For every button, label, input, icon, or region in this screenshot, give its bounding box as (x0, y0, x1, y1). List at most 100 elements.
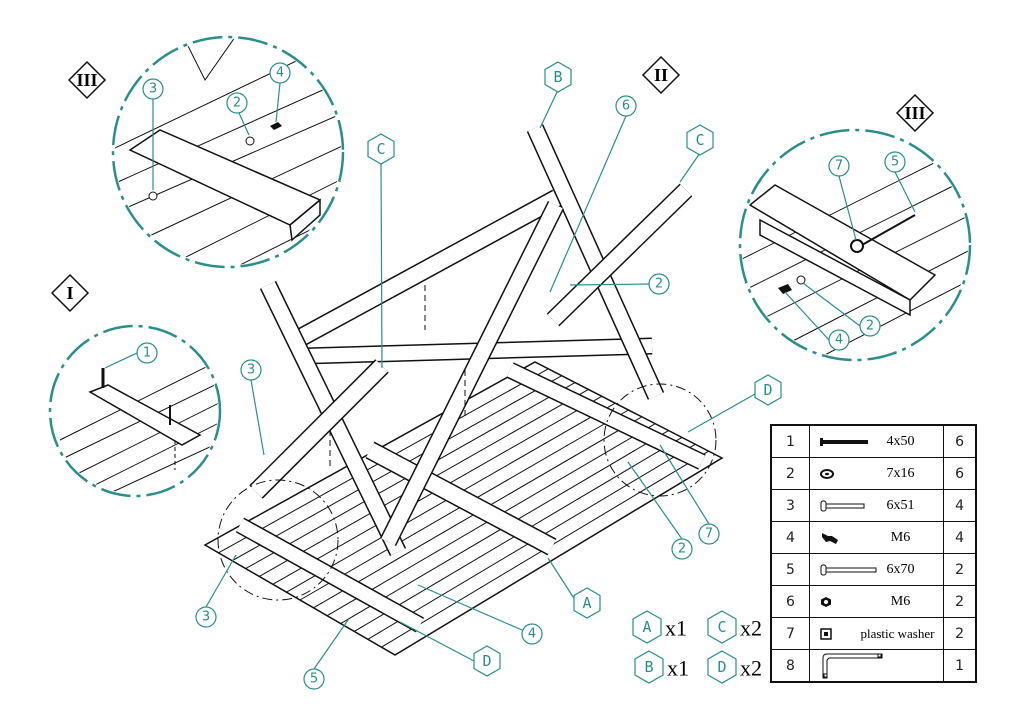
part-callout: 2 (671, 538, 693, 560)
frame-bars (235, 124, 706, 633)
step-ii: II (641, 55, 681, 95)
part-callout: 6 (615, 95, 637, 117)
leg-b (526, 124, 665, 400)
step-ii-label: II (654, 65, 668, 85)
part-quantity: 4 (943, 489, 977, 522)
leader-lines (104, 82, 916, 670)
parts-table-row: 2 7x16 6 (770, 457, 977, 490)
legend-letter: D (717, 658, 726, 676)
part-description-cell: 6x51 (808, 489, 945, 522)
part-number: 6 (770, 585, 810, 618)
part-size: 6x70 (886, 561, 915, 577)
part-label-d2: D (473, 645, 501, 677)
part-description-cell: 4x50 (808, 424, 945, 458)
part-size: 7x16 (886, 465, 915, 481)
part-callout: 1 (136, 342, 158, 364)
part-quantity: 2 (943, 585, 977, 618)
legend-letter: A (642, 618, 651, 636)
part-number: 8 (770, 649, 810, 683)
part-labels: B C C D A D (367, 61, 782, 677)
part-label-letter: C (376, 140, 385, 158)
hidden-edge-lines (329, 285, 466, 470)
step-i-label: I (66, 283, 73, 303)
part-label-letter: C (695, 131, 704, 149)
part-size: M6 (890, 529, 911, 545)
part-number: 4 (770, 521, 810, 554)
part-callout: 5 (303, 668, 325, 690)
part-number: 1 (770, 424, 810, 458)
part-label-letter: B (553, 68, 562, 86)
part-callout-number: 4 (835, 333, 843, 348)
part-quantity: 1 (943, 649, 977, 683)
part-callout: 3 (240, 359, 262, 381)
bar-c-right (546, 183, 693, 327)
part-description-cell: 6x70 (808, 553, 945, 586)
part-label-b: B (544, 61, 572, 93)
part-callout-number: 6 (622, 99, 630, 114)
part-size: 4x50 (886, 433, 915, 449)
part-callout: 4 (269, 62, 291, 84)
part-callout-number: 2 (866, 319, 874, 334)
part-callout-number: 3 (202, 610, 210, 625)
part-quantity: 6 (943, 457, 977, 490)
part-number: 2 (770, 457, 810, 490)
part-quantity: 2 (943, 617, 977, 650)
part-number: 7 (770, 617, 810, 650)
legend-item-c: C x2 (707, 610, 762, 644)
part-callout-number: 3 (247, 363, 255, 378)
part-label-letter: A (582, 594, 591, 612)
bar-d-left (235, 517, 425, 633)
detail-i (48, 324, 222, 498)
part-callout-number: 2 (233, 96, 241, 111)
part-callout-number: 7 (705, 527, 713, 542)
part-callout: 3 (142, 78, 164, 100)
part-callout: 2 (859, 315, 881, 337)
part-callout-number: 4 (528, 627, 536, 642)
legend-count: x2 (740, 656, 762, 681)
part-description-cell (808, 649, 945, 683)
legend-item-d: D x2 (707, 650, 762, 684)
step-iii-right-label: III (904, 103, 925, 123)
part-description-cell: M6 (808, 521, 945, 554)
bar-top-brace (295, 189, 562, 347)
part-description-cell: 7x16 (808, 457, 945, 490)
legend-count: x2 (740, 616, 762, 641)
step-iii-left: III (67, 60, 107, 100)
part-size: plastic washer (860, 625, 935, 641)
part-callout-number: 2 (655, 277, 663, 292)
part-size: 6x51 (886, 497, 915, 513)
part-number: 3 (770, 489, 810, 522)
step-iii-right: III (895, 93, 935, 133)
part-callout: 3 (195, 606, 217, 628)
legend-letter: B (644, 658, 653, 676)
part-callout: 4 (521, 623, 543, 645)
part-description-cell: plastic washer (808, 617, 945, 650)
part-label-letter: D (482, 652, 491, 670)
part-callout-number: 4 (276, 66, 284, 81)
part-callout-number: 7 (835, 159, 843, 174)
part-callout: 4 (828, 329, 850, 351)
part-label-d1: D (754, 374, 782, 406)
part-callout: 7 (698, 523, 720, 545)
part-label-c1: C (367, 133, 395, 165)
detail-iii-left (111, 35, 345, 269)
part-callout: 2 (648, 273, 670, 295)
detail-iii-right (738, 128, 972, 362)
bar-a-support (365, 441, 557, 556)
part-callout: 5 (884, 151, 906, 173)
part-quantity: 2 (943, 553, 977, 586)
bar-d-right (506, 362, 706, 470)
part-callout: 2 (226, 92, 248, 114)
part-quantity: 4 (943, 521, 977, 554)
part-callout-number: 3 (149, 82, 157, 97)
parts-legend: A x1 C x2 B x1 D x2 (632, 610, 762, 684)
part-description-cell: M6 (808, 585, 945, 618)
detail-circle-left (217, 479, 339, 601)
part-callout-number: 5 (310, 672, 318, 687)
part-callout-number: 5 (891, 155, 899, 170)
